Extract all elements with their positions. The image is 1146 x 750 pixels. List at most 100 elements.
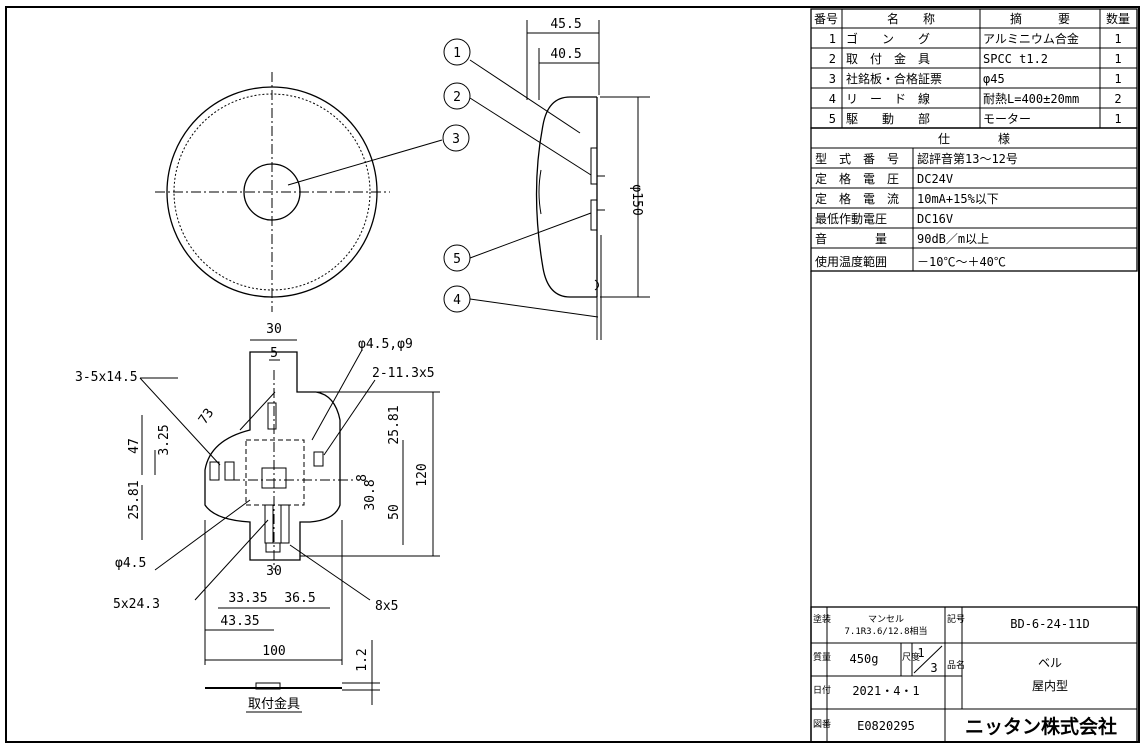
spec-4-value: DC16V	[917, 212, 953, 226]
spec-5-value: 90dB／m以上	[917, 232, 989, 246]
dim-bracket-30-mid: 30	[266, 564, 282, 579]
dim-50: 50	[387, 504, 402, 520]
part-4-summary: 耐熱L=400±20mm	[983, 92, 1079, 106]
spec-header: 仕 様	[938, 132, 1010, 146]
balloon-leaders	[287, 59, 599, 318]
dim-phi4-5: φ4.5	[115, 556, 146, 571]
balloon-2	[443, 82, 471, 110]
part-3-qty: 1	[1114, 72, 1121, 86]
part-1-no: 1	[829, 32, 836, 46]
spec-1-value: 認評音第13～12号	[917, 151, 1018, 166]
paint-line1: マンセル	[868, 614, 904, 625]
header-summary: 摘 要	[1010, 11, 1070, 26]
product-name: ベル	[1038, 656, 1062, 670]
balloon-4-label: 4	[453, 293, 461, 308]
title-block: 塗装 マンセル 7.1R3.6/12.8相当 記号 BD-6-24-11D 質量…	[810, 606, 1138, 743]
spec-3-label: 定 格 電 流	[815, 191, 899, 206]
part-4-name: リ ー ド 線	[846, 91, 930, 106]
side-view: 45.5 40.5 φ150	[526, 17, 650, 340]
part-5-name: 駆 動 部	[846, 111, 930, 126]
part-1-summary: アルミニウム合金	[983, 31, 1079, 46]
dim-40-5: 40.5	[550, 47, 581, 62]
name-label: 品名	[947, 659, 965, 671]
part-5-summary: モーター	[983, 112, 1031, 126]
part-2-summary: SPCC t1.2	[983, 52, 1048, 66]
dim-1-2: 1.2	[355, 648, 370, 671]
spec-table: 仕 様 型 式 番 号 認評音第13～12号 定 格 電 圧 DC24V 定 格…	[810, 127, 1138, 272]
spec-1-label: 型 式 番 号	[815, 152, 899, 166]
dim-120: 120	[415, 463, 430, 486]
dim-33-35: 33.35	[228, 591, 267, 606]
part-2-qty: 1	[1114, 52, 1121, 66]
spec-2-value: DC24V	[917, 172, 953, 186]
part-3-no: 3	[829, 72, 836, 86]
spec-4-label: 最低作動電圧	[815, 212, 887, 226]
dim-3-25: 3.25	[157, 424, 172, 455]
part-2-no: 2	[829, 52, 836, 66]
code-value: BD-6-24-11D	[1010, 617, 1089, 631]
part-2-name: 取 付 金 具	[846, 51, 930, 66]
part-5-qty: 1	[1114, 112, 1121, 126]
paint-line2: 7.1R3.6/12.8相当	[844, 625, 927, 637]
header-qty: 数量	[1106, 11, 1130, 26]
spec-3-value: 10mA+15%以下	[917, 192, 999, 206]
balloon-3-label: 3	[452, 132, 460, 147]
company-logo-text: ニッタン株式会社	[965, 715, 1117, 738]
scale-numerator: 1	[917, 646, 924, 660]
spec-6-label: 使用温度範囲	[815, 254, 887, 269]
paint-label: 塗装	[813, 613, 831, 625]
scale-label: 尺度	[902, 651, 920, 663]
parts-table: 番号 名 称 摘 要 数量 1 ゴ ン グ アルミニウム合金 1 2 取 付 金…	[810, 8, 1138, 129]
part-1-qty: 1	[1114, 32, 1121, 46]
dim-8x5: 8x5	[375, 599, 398, 614]
date-label: 日付	[813, 685, 831, 696]
mass-value: 450g	[850, 652, 879, 666]
dim-3-5x14-5: 3-5x14.5	[75, 370, 138, 385]
dim-bracket-30-top: 30	[266, 322, 282, 337]
dim-phi45-phi9: φ4.5,φ9	[358, 337, 413, 352]
drawing-label: 図番	[813, 718, 831, 730]
part-3-summary: φ45	[983, 72, 1005, 86]
balloon-2-label: 2	[453, 90, 461, 105]
balloon-1-label: 1	[453, 46, 461, 61]
dim-2-11-3x5: 2-11.3x5	[372, 366, 435, 381]
part-4-qty: 2	[1114, 92, 1121, 106]
spec-6-value: －10℃～＋40℃	[917, 255, 1006, 269]
balloon-1	[443, 38, 471, 66]
part-5-no: 5	[829, 112, 836, 126]
balloon-5-label: 5	[453, 252, 461, 267]
dim-73: 73	[196, 406, 217, 427]
date-value: 2021・4・1	[852, 684, 919, 698]
balloon-3	[442, 124, 470, 152]
balloon-5	[443, 244, 471, 272]
dim-25-81-left: 25.81	[127, 480, 142, 519]
balloon-4	[443, 285, 471, 313]
header-no: 番号	[814, 12, 838, 26]
bracket-view: 30 5 φ4.5,φ9 2-11.3x5 3-5x14.5 73 47 3.2…	[75, 322, 440, 713]
part-1-name: ゴ ン グ	[846, 31, 930, 46]
dim-43-35: 43.35	[220, 614, 259, 629]
scale-denominator: 3	[930, 661, 937, 675]
dim-25-81-right: 25.81	[387, 405, 402, 444]
dim-100: 100	[262, 644, 285, 659]
balloons: 1 2 3 5 4	[442, 38, 471, 313]
dim-45-5: 45.5	[550, 17, 581, 32]
dim-8: 8	[355, 474, 370, 482]
spec-5-label: 音 量	[815, 231, 887, 246]
part-3-name: 社銘板・合格証票	[846, 71, 942, 86]
dim-36-5: 36.5	[284, 591, 315, 606]
bracket-caption: 取付金具	[248, 696, 300, 712]
drawing-number: E0820295	[857, 719, 915, 733]
front-view	[155, 72, 390, 312]
product-type: 屋内型	[1032, 679, 1068, 693]
part-4-no: 4	[829, 92, 836, 106]
dim-30-8: 30.8	[363, 479, 378, 510]
sheet-border	[5, 6, 1140, 743]
code-label: 記号	[947, 613, 965, 625]
dim-bracket-5: 5	[270, 346, 278, 361]
dim-phi150: φ150	[629, 184, 644, 215]
dim-47: 47	[127, 438, 142, 454]
mass-label: 質量	[813, 651, 831, 663]
header-name: 名 称	[887, 11, 935, 26]
